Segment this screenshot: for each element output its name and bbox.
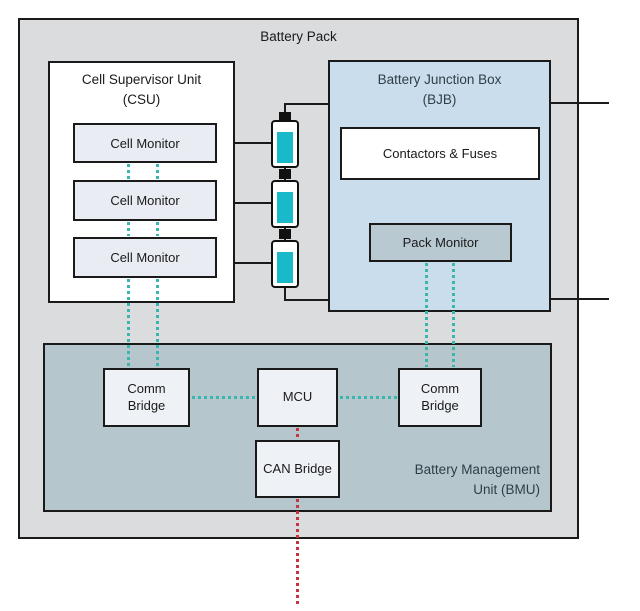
battery-terminal-mid-1 <box>279 169 291 179</box>
battery-cell-icon-2 <box>271 180 299 228</box>
comm-dotted-cm2-cm3-b <box>156 222 159 236</box>
comm-dotted-bjb-bmu-b <box>452 263 455 367</box>
battery-to-bjb-top-line <box>284 103 330 105</box>
cell-monitor-2: Cell Monitor <box>73 180 217 221</box>
pack-output-line-bottom <box>549 298 609 300</box>
battery-terminal-top <box>279 112 291 121</box>
comm-dotted-bjb-bmu-a <box>425 263 428 367</box>
comm-dotted-bridge-mcu <box>192 396 256 399</box>
comm-dotted-cm1-cm2-b <box>156 164 159 179</box>
comm-dotted-mcu-bridge <box>340 396 397 399</box>
cell-monitor-1: Cell Monitor <box>73 123 217 163</box>
pack-monitor-box: Pack Monitor <box>369 223 512 262</box>
comm-dotted-cm2-cm3-a <box>127 222 130 236</box>
csu-title-line1: Cell Supervisor Unit <box>81 72 202 87</box>
battery-fill <box>277 252 293 283</box>
csu-battery-tap-line-3 <box>234 262 274 264</box>
battery-terminal-mid-2 <box>279 229 291 239</box>
battery-fill <box>277 132 293 163</box>
csu-battery-tap-line-2 <box>234 202 274 204</box>
can-bridge-box: CAN Bridge <box>255 440 340 498</box>
can-dotted-mcu-canbridge <box>296 428 299 439</box>
bjb-box <box>328 60 551 312</box>
comm-dotted-cm1-cm2-a <box>127 164 130 179</box>
battery-to-bjb-bottom-line <box>284 299 330 301</box>
battery-fill <box>277 192 293 223</box>
battery-cell-icon-3 <box>271 240 299 288</box>
csu-battery-tap-line-1 <box>234 142 274 144</box>
comm-bridge-right-box: Comm Bridge <box>398 368 482 427</box>
comm-dotted-csu-bmu-b <box>156 279 159 367</box>
pack-output-line-top <box>549 102 609 104</box>
bjb-title-line1: Battery Junction Box <box>377 72 502 87</box>
comm-bridge-left-box: Comm Bridge <box>103 368 190 427</box>
bmu-label-line1: Battery Management <box>414 462 540 477</box>
csu-title: Cell Supervisor Unit (CSU) <box>48 70 235 109</box>
comm-dotted-csu-bmu-a <box>127 279 130 367</box>
bmu-label-line2: Unit (BMU) <box>473 482 540 498</box>
contactors-fuses-box: Contactors & Fuses <box>340 127 540 180</box>
bmu-label: Battery Management Unit (BMU) <box>340 460 540 501</box>
can-dotted-external <box>296 499 299 607</box>
csu-title-line2: (CSU) <box>122 91 161 107</box>
battery-cell-icon-1 <box>271 120 299 168</box>
bjb-title-line2: (BJB) <box>422 91 457 107</box>
battery-pack-title: Battery Pack <box>260 29 337 44</box>
bjb-title: Battery Junction Box (BJB) <box>328 70 551 109</box>
cell-monitor-3: Cell Monitor <box>73 237 217 278</box>
mcu-box: MCU <box>257 368 338 427</box>
